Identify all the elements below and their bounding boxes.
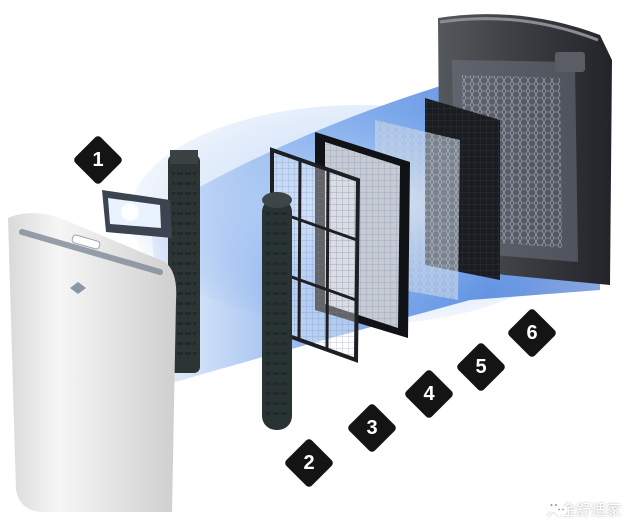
callout-3: 3: [347, 403, 398, 454]
callout-3-number: 3: [354, 410, 390, 446]
purifier-front-body: [8, 213, 176, 512]
wechat-icon: [546, 499, 568, 517]
callout-1: 1: [73, 135, 124, 186]
callout-6: 6: [507, 308, 558, 359]
callout-5: 5: [456, 342, 507, 393]
callout-2: 2: [284, 438, 335, 489]
filter-2-tube: [262, 192, 292, 430]
callout-6-number: 6: [514, 315, 550, 351]
watermark: 大金舒适家: [546, 499, 621, 520]
callout-4-number: 4: [411, 376, 447, 412]
callout-2-number: 2: [291, 445, 327, 481]
callout-1-number: 1: [80, 142, 116, 178]
callout-5-number: 5: [463, 349, 499, 385]
callout-4: 4: [404, 369, 455, 420]
